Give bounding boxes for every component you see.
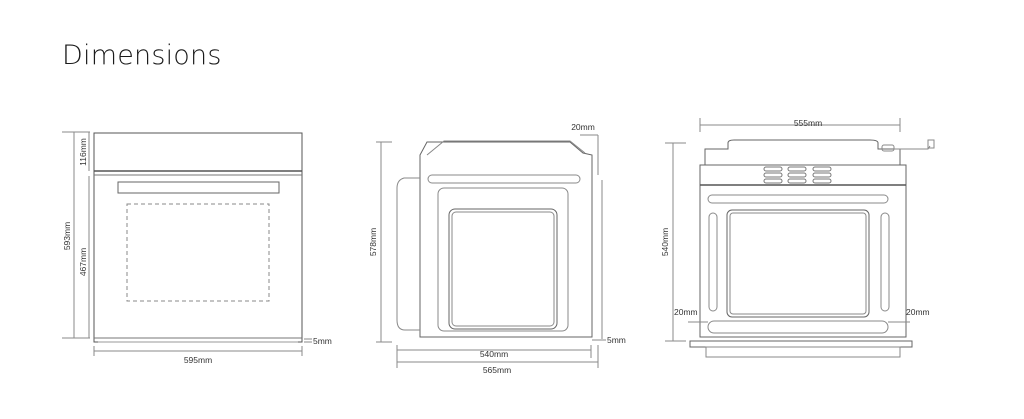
side-depth-total-label: 565mm [483, 365, 511, 375]
side-height-label: 578mm [368, 228, 378, 256]
front-view-drawing [62, 131, 312, 356]
front-total-height-label: 593mm [62, 222, 72, 250]
front-width-label: 595mm [184, 355, 212, 365]
top-right-margin-label: 20mm [906, 307, 930, 317]
side-bottom-gap-label: 5mm [607, 335, 626, 345]
top-width-label: 555mm [794, 118, 822, 128]
page-title: Dimensions [62, 40, 222, 71]
top-left-margin-label: 20mm [674, 307, 698, 317]
side-top-offset-label: 20mm [571, 122, 595, 132]
top-view-drawing [665, 118, 935, 358]
side-view-drawing [376, 134, 606, 368]
top-depth-label: 540mm [660, 228, 670, 256]
side-depth-inner-label: 540mm [480, 349, 508, 359]
front-bottom-gap-label: 5mm [313, 336, 332, 346]
front-door-height-label: 467mm [78, 248, 88, 276]
front-top-panel-label: 116mm [78, 138, 88, 166]
